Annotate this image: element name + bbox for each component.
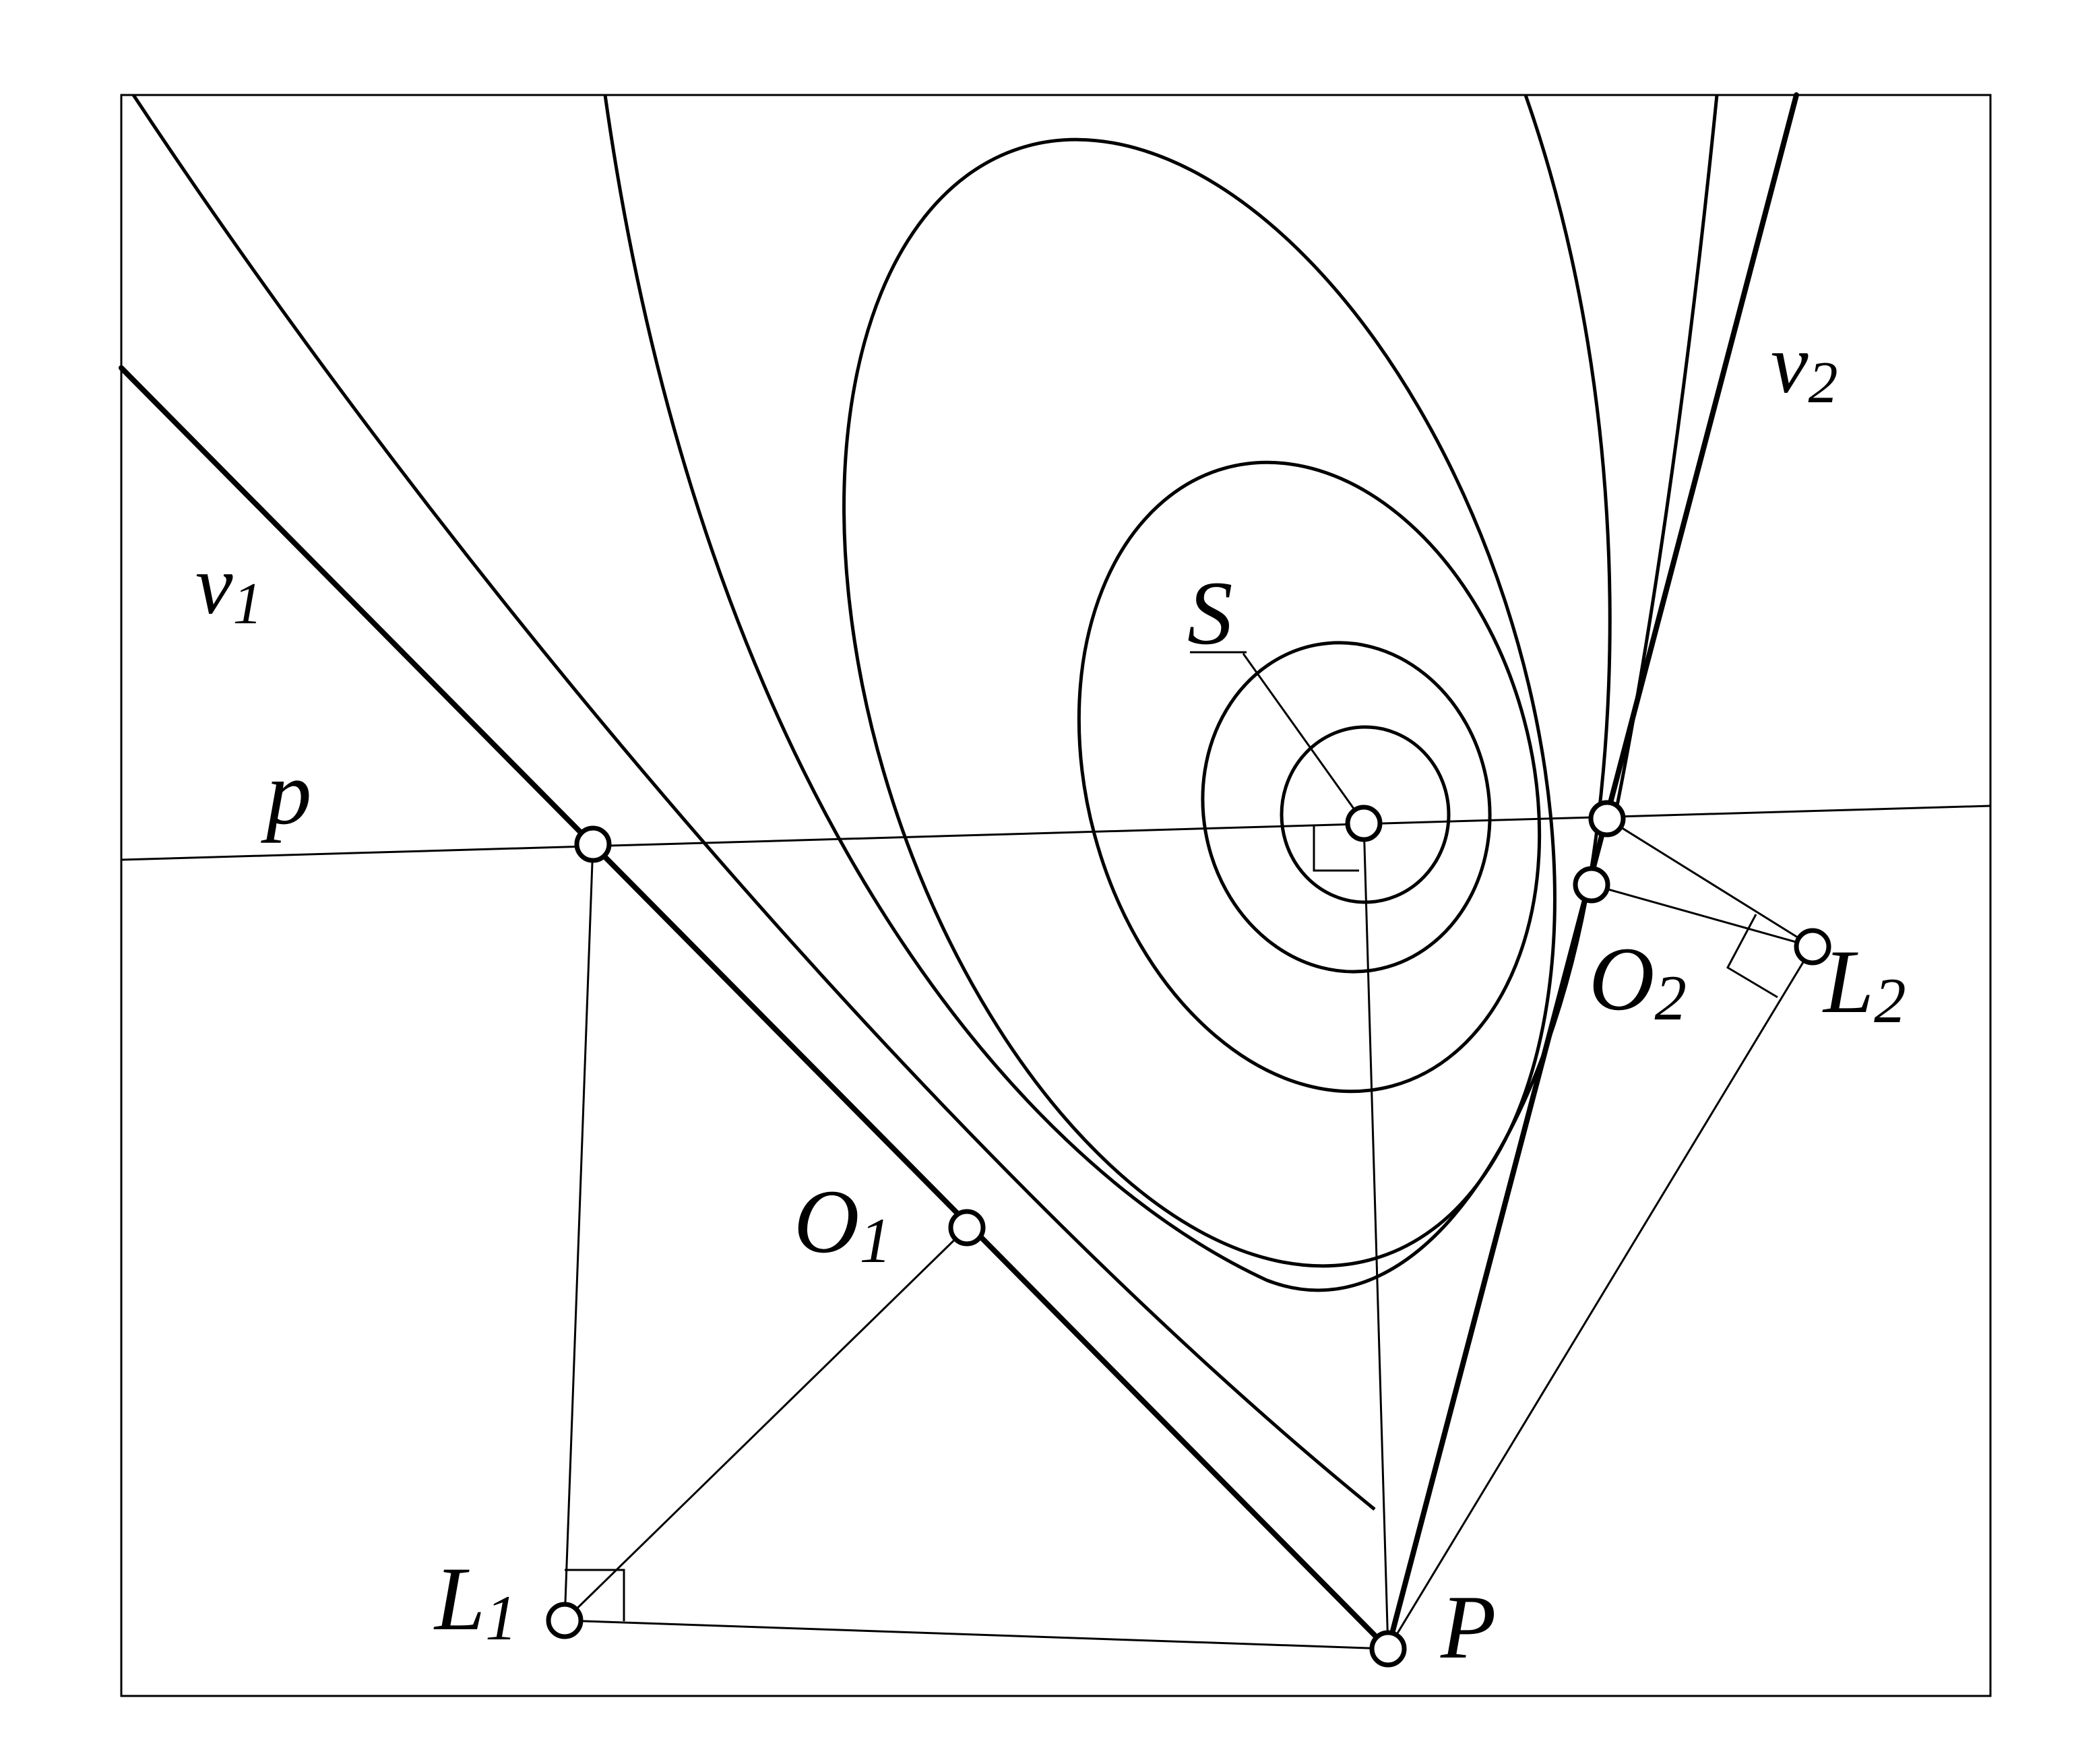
label-l2: L2	[1822, 932, 1906, 1036]
frame	[120, 94, 1992, 1697]
point-o1	[948, 1209, 986, 1247]
line-p	[121, 805, 1991, 861]
segment-p1-l1	[563, 844, 594, 1621]
label-s: S	[1187, 563, 1233, 664]
point-intersection-v2-p	[1588, 800, 1626, 838]
label-v1: v1	[195, 539, 262, 637]
right-angle-mark-l1	[565, 1569, 625, 1621]
segment-center-p	[1362, 823, 1389, 1649]
segment-l2-p	[1387, 946, 1814, 1649]
label-o2: O2	[1589, 929, 1687, 1034]
segment-s-center	[1242, 653, 1365, 823]
label-p-point: P	[1440, 1577, 1496, 1678]
label-o1: O1	[794, 1172, 891, 1276]
curve-right-steep	[1612, 94, 1719, 823]
curve-outer-left	[131, 94, 1376, 1511]
segment-p2-l2	[1606, 817, 1813, 948]
label-l1: L1	[433, 1549, 517, 1653]
ellipse-1	[842, 137, 1557, 1268]
segment-l1-p	[564, 1619, 1389, 1650]
right-angle-mark-l2	[1726, 914, 1778, 999]
line-v1	[119, 365, 1391, 1651]
point-p	[1369, 1630, 1407, 1668]
ellipse-2	[1077, 460, 1542, 1094]
segment-o2-l2	[1591, 883, 1813, 948]
point-l2	[1794, 928, 1831, 966]
point-s	[1345, 805, 1383, 842]
label-p: p	[261, 743, 312, 844]
right-angle-mark-s	[1313, 826, 1359, 872]
point-l1	[546, 1602, 584, 1639]
point-intersection-v1-p	[574, 825, 612, 863]
curve-parabola	[603, 94, 1612, 1292]
ellipse-3	[1201, 641, 1492, 974]
ellipse-4	[1280, 725, 1451, 904]
point-o2	[1573, 866, 1610, 904]
label-v2: v2	[1771, 318, 1837, 416]
segment-l1-o1	[563, 1226, 968, 1622]
